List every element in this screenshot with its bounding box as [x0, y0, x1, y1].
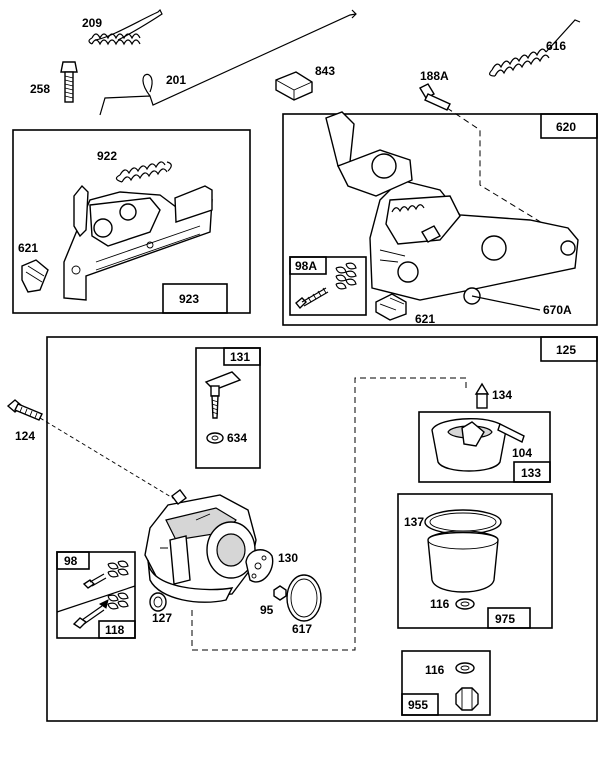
box-118-tag — [98, 620, 136, 639]
part-843-bushing — [275, 71, 313, 101]
part-95-screw — [273, 585, 287, 601]
box-131 — [195, 347, 261, 469]
label-125: 125 — [556, 343, 576, 357]
part-975-bowl — [424, 509, 502, 610]
label-201: 201 — [166, 73, 186, 87]
label-975: 975 — [495, 612, 515, 626]
label-95: 95 — [260, 603, 274, 617]
label-621-b: 621 — [415, 312, 435, 326]
part-620-control-plate — [325, 111, 579, 311]
label-209: 209 — [82, 16, 102, 30]
box-923-tag — [162, 283, 228, 314]
label-116-a: 116 — [430, 597, 450, 611]
part-118-needle — [72, 592, 129, 629]
label-620: 620 — [556, 120, 576, 134]
part-124-screw — [6, 399, 177, 501]
box-98-tag — [56, 551, 90, 570]
label-118: 118 — [105, 623, 125, 637]
box-133-tag — [513, 461, 551, 483]
box-131-tag — [223, 347, 261, 366]
label-923: 923 — [179, 292, 199, 306]
label-137: 137 — [404, 515, 424, 529]
label-134: 134 — [492, 388, 512, 402]
label-130: 130 — [278, 551, 298, 565]
box-975 — [397, 493, 553, 629]
box-98a — [289, 256, 367, 316]
part-923-bracket — [63, 184, 213, 301]
part-134-pin — [474, 382, 490, 409]
part-922-spring — [115, 161, 172, 183]
label-127: 127 — [152, 611, 172, 625]
box-98a-tag — [289, 256, 327, 275]
label-922: 922 — [97, 149, 117, 163]
label-670a: 670A — [543, 303, 572, 317]
dashed-guide-bowl — [191, 377, 467, 651]
label-843: 843 — [315, 64, 335, 78]
label-131: 131 — [230, 350, 250, 364]
part-209-spring — [88, 8, 163, 46]
box-955 — [401, 650, 491, 716]
label-98: 98 — [64, 554, 78, 568]
label-188a: 188A — [420, 69, 449, 83]
label-104: 104 — [512, 446, 532, 460]
part-131-needle-valve — [204, 371, 242, 444]
part-616-spring — [489, 19, 581, 77]
box-975-tag — [487, 607, 531, 629]
box-98-118 — [56, 551, 136, 639]
box-923 — [12, 129, 251, 314]
part-201-rod — [99, 9, 357, 116]
box-125-tag — [540, 336, 598, 362]
box-620-tag — [540, 113, 598, 139]
label-617: 617 — [292, 622, 312, 636]
label-98a: 98A — [295, 259, 317, 273]
box-98-divider — [56, 585, 136, 613]
part-188a-screw — [419, 83, 571, 241]
label-634: 634 — [227, 431, 247, 445]
part-621-clip-b — [375, 293, 407, 321]
part-617-oring — [286, 574, 322, 622]
part-carburetor-body — [144, 489, 257, 603]
label-621-a: 621 — [18, 241, 38, 255]
box-620 — [282, 113, 598, 326]
label-955: 955 — [408, 698, 428, 712]
part-98a-screws — [295, 262, 357, 310]
box-125 — [46, 336, 598, 722]
label-616: 616 — [546, 39, 566, 53]
box-133 — [418, 411, 551, 483]
part-127-oring — [149, 592, 167, 612]
part-258-bolt — [60, 61, 78, 103]
box-955-tag — [401, 693, 439, 716]
part-98-screws — [82, 560, 129, 589]
part-130-gasket — [245, 549, 274, 583]
label-133: 133 — [521, 466, 541, 480]
part-621-clip — [21, 259, 49, 293]
label-124: 124 — [15, 429, 35, 443]
part-955-nut — [455, 662, 479, 711]
label-258: 258 — [30, 82, 50, 96]
label-116-b: 116 — [425, 663, 445, 677]
part-133-float — [431, 418, 525, 472]
